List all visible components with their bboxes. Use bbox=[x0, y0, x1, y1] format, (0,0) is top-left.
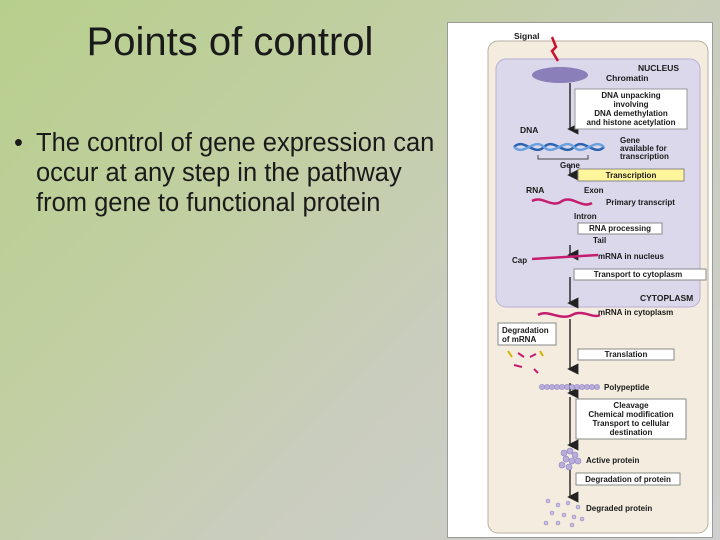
bullet-marker: • bbox=[14, 129, 23, 157]
primary-transcript-icon bbox=[531, 198, 593, 206]
mrna-nucleus-label: mRNA in nucleus bbox=[598, 252, 664, 261]
gene-available-2: available for bbox=[620, 144, 667, 153]
dna-label: DNA bbox=[520, 125, 538, 135]
chromatin-icon bbox=[532, 67, 588, 83]
bullet-text: The control of gene expression can occur… bbox=[36, 129, 435, 217]
gene-label: Gene bbox=[560, 161, 581, 170]
slide-title: Points of control bbox=[86, 20, 374, 64]
transcription-label: Transcription bbox=[606, 171, 657, 180]
mrna-fragments-icon bbox=[513, 352, 539, 374]
degraded-protein-label: Degraded protein bbox=[586, 504, 652, 513]
active-protein-icon bbox=[558, 447, 582, 471]
degraded-protein-icon bbox=[543, 498, 585, 528]
gene-available-3: transcription bbox=[620, 152, 669, 161]
modifications-box bbox=[575, 398, 687, 440]
degradation-mrna-1: Degradation bbox=[502, 326, 549, 335]
translation-box bbox=[577, 348, 675, 361]
modification-line-1: Cleavage bbox=[613, 401, 649, 410]
signal-bolt-icon bbox=[550, 36, 560, 62]
modification-line-3: Transport to cellular bbox=[593, 419, 670, 428]
gene-expression-diagram: Signal NUCLEUS Chromatin DNA unpacking i… bbox=[447, 22, 713, 538]
unpacking-line-1: DNA unpacking bbox=[601, 91, 660, 100]
translation-label: Translation bbox=[605, 350, 648, 359]
modification-line-2: Chemical modification bbox=[588, 410, 673, 419]
degradation-mrna-2: of mRNA bbox=[502, 335, 536, 344]
mrna-nucleus-icon bbox=[531, 253, 599, 261]
cap-label: Cap bbox=[512, 256, 527, 265]
intron-label: Intron bbox=[574, 212, 597, 221]
transport-box bbox=[573, 268, 707, 281]
bullet-point: • The control of gene expression can occ… bbox=[14, 128, 444, 218]
transport-label: Transport to cytoplasm bbox=[594, 270, 682, 279]
polypeptide-label: Polypeptide bbox=[604, 383, 650, 392]
degradation-protein-label: Degradation of protein bbox=[585, 475, 671, 484]
rna-processing-label: RNA processing bbox=[589, 224, 651, 233]
polypeptide-icon bbox=[539, 384, 600, 390]
diagram-canvas: Signal NUCLEUS Chromatin DNA unpacking i… bbox=[487, 31, 709, 534]
unpacking-line-4: and histone acetylation bbox=[587, 118, 676, 127]
mrna-degradation-box bbox=[497, 322, 557, 346]
mrna-cytoplasm-icon bbox=[537, 311, 601, 318]
active-protein-label: Active protein bbox=[586, 456, 639, 465]
rna-label: RNA bbox=[526, 185, 544, 195]
gene-available-1: Gene bbox=[620, 136, 641, 145]
signal-label: Signal bbox=[514, 31, 540, 41]
unpacking-line-2: involving bbox=[613, 100, 648, 109]
nucleus-label: NUCLEUS bbox=[638, 63, 679, 73]
mrna-cytoplasm-label: mRNA in cytoplasm bbox=[598, 308, 673, 317]
chromatin-label: Chromatin bbox=[606, 73, 649, 83]
modification-line-4: destination bbox=[610, 428, 653, 437]
rna-processing-box bbox=[577, 222, 663, 235]
exon-label: Exon bbox=[584, 186, 604, 195]
unpacking-line-3: DNA demethylation bbox=[594, 109, 668, 118]
transcription-box bbox=[577, 168, 685, 182]
protein-degradation-box bbox=[575, 472, 681, 486]
primary-transcript-label: Primary transcript bbox=[606, 198, 675, 207]
tail-label: Tail bbox=[593, 236, 606, 245]
cytoplasm-label: CYTOPLASM bbox=[640, 293, 693, 303]
